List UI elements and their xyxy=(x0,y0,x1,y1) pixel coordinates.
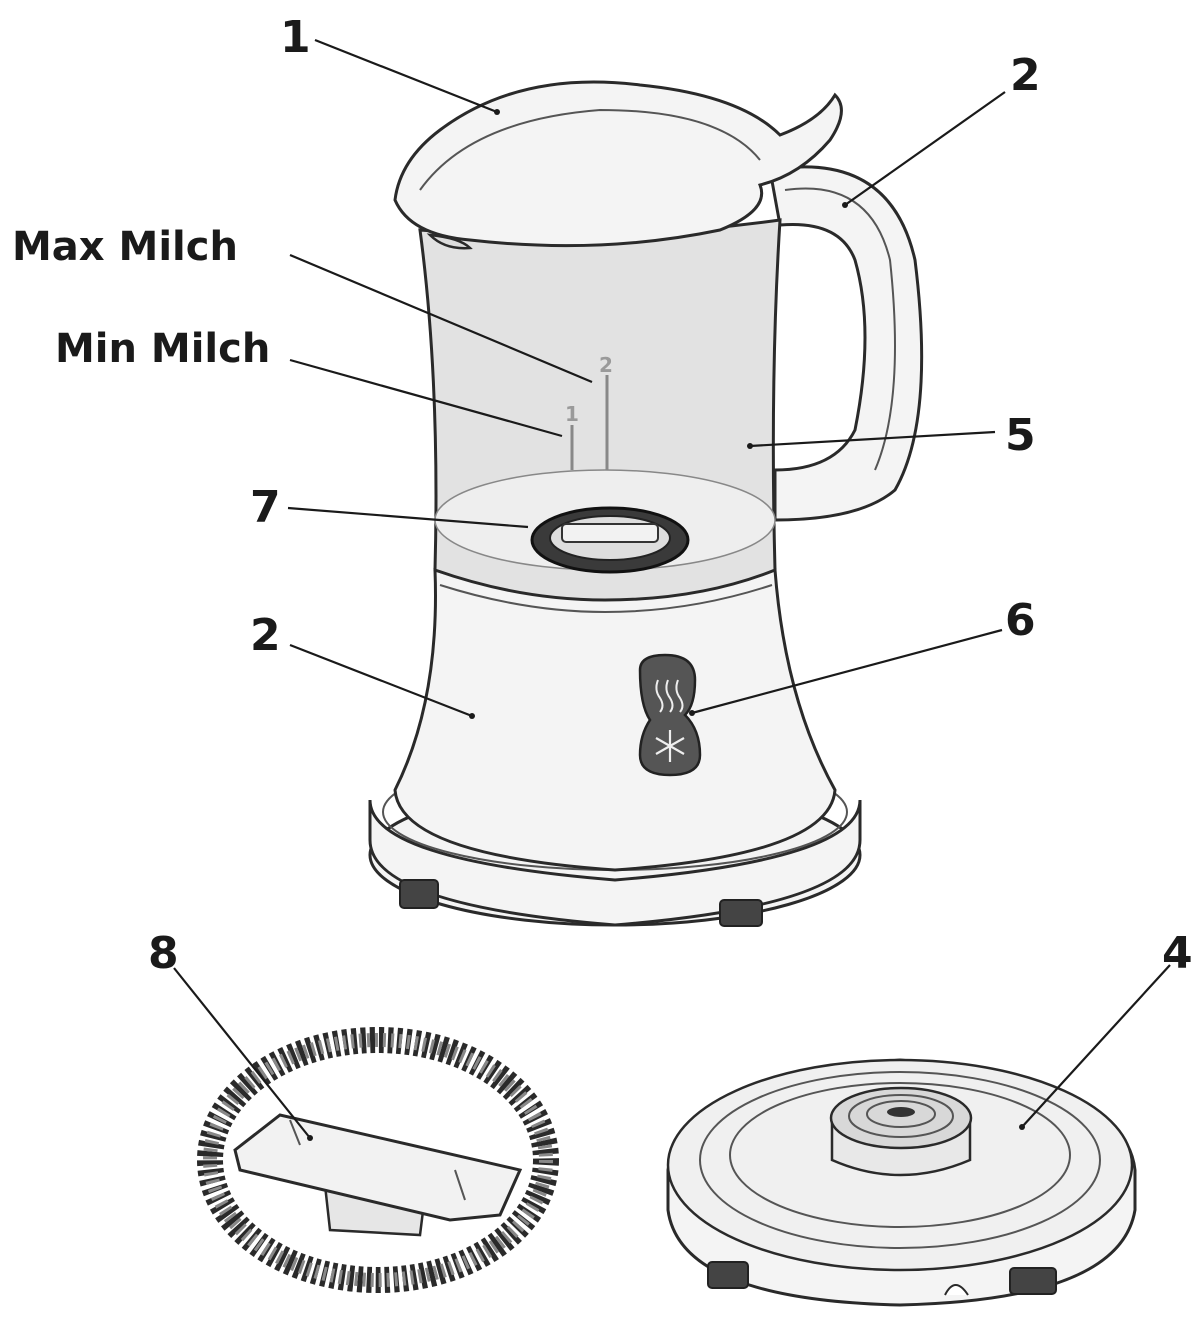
plate-foot-left xyxy=(708,1262,748,1288)
label-min-milk: Min Milch xyxy=(55,326,270,372)
foot-left xyxy=(400,880,438,908)
label-button: 6 xyxy=(1005,595,1036,646)
label-handle: 2 xyxy=(1010,50,1041,101)
base-plate xyxy=(668,1060,1135,1305)
label-whisk-in-jug: 7 xyxy=(250,482,281,533)
whisk-in-jug xyxy=(532,508,688,572)
label-lid: 1 xyxy=(280,12,311,63)
label-base-plate: 4 xyxy=(1162,928,1193,979)
handle xyxy=(770,167,922,520)
label-jug-body: 5 xyxy=(1005,410,1036,461)
foot-right xyxy=(720,900,762,926)
frother-appliance: 2 1 xyxy=(370,82,922,926)
label-max-milk: Max Milch xyxy=(12,224,238,270)
label-base-housing: 2 xyxy=(250,610,281,661)
min-mark-number: 1 xyxy=(565,402,579,426)
max-mark-number: 2 xyxy=(599,353,613,377)
label-whisk: 8 xyxy=(148,928,179,979)
plate-foot-right xyxy=(1010,1268,1056,1294)
base-housing xyxy=(395,570,835,870)
whisk-bar xyxy=(235,1115,520,1220)
